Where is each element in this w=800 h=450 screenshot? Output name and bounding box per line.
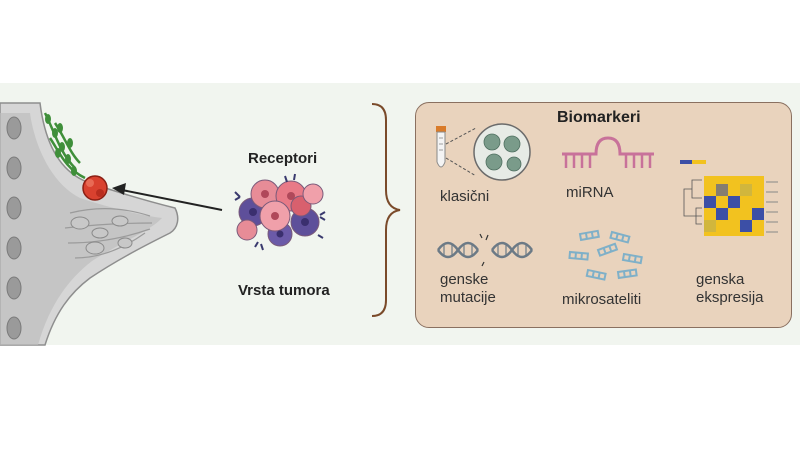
gene-expression-label: genska ekspresija <box>696 271 764 307</box>
tumor-cell-cluster-icon <box>234 173 326 251</box>
mirna-hairpin-icon <box>562 136 654 168</box>
microsatellites-label: mikrosateliti <box>562 291 642 308</box>
dna-helix-icon <box>436 233 534 267</box>
gene-mutations-label-line1: genske <box>440 271 489 288</box>
gene-mutations-label: genske mutacije <box>440 271 496 307</box>
petri-dish-tube-icon <box>436 123 531 181</box>
receptors-label: Receptori <box>248 150 318 167</box>
gene-expression-label-line2: ekspresija <box>696 289 764 306</box>
curly-brace <box>371 103 401 317</box>
breast-anatomy-illustration <box>0 102 179 346</box>
tumor-type-label: Vrsta tumora <box>238 282 330 299</box>
classic-biomarker-label: klasični <box>440 188 490 205</box>
mirna-label: miRNA <box>566 184 614 201</box>
biomarkers-title: Biomarkeri <box>557 109 641 126</box>
heatmap-icon <box>680 160 778 236</box>
gene-expression-label-line1: genska <box>696 271 745 288</box>
microsatellite-fragments-icon <box>568 229 643 281</box>
gene-mutations-label-line2: mutacije <box>440 289 496 306</box>
